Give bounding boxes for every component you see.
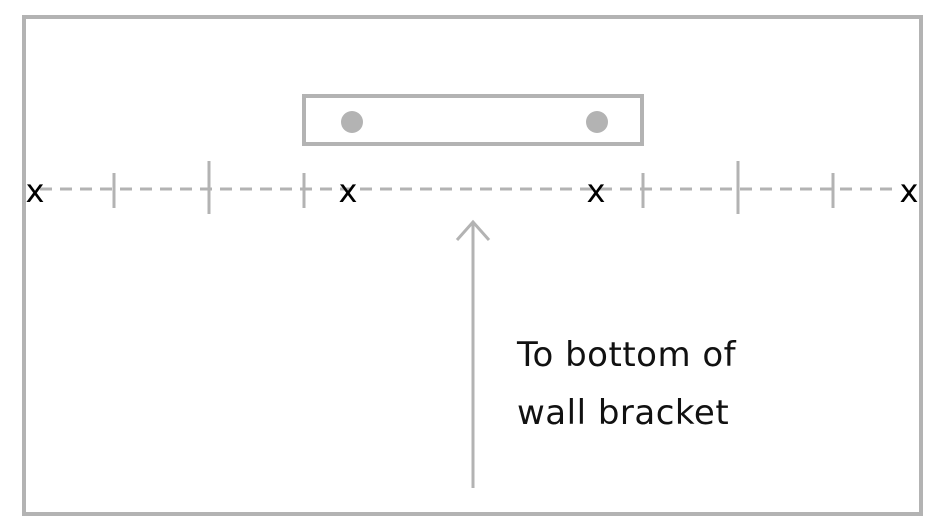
- x-marker-far-right: x: [900, 172, 919, 210]
- wall-bracket-outline: [302, 94, 644, 146]
- x-marker-left: x: [339, 172, 358, 210]
- wall-bracket: [302, 94, 644, 146]
- measurement-arrow: [455, 219, 491, 488]
- wall-frame: [22, 15, 923, 516]
- arrow-head: [455, 219, 491, 241]
- x-markers: x x x x: [26, 172, 919, 210]
- arrow-annotation: To bottom of wall bracket: [516, 335, 737, 433]
- x-marker-right: x: [587, 172, 606, 210]
- bracket-hole-right: [586, 111, 608, 133]
- x-marker-far-left: x: [26, 172, 45, 210]
- annotation-line-1: To bottom of: [516, 335, 737, 375]
- annotation-line-2: wall bracket: [517, 393, 729, 433]
- bracket-hole-left: [341, 111, 363, 133]
- guide-ticks: [112, 161, 835, 214]
